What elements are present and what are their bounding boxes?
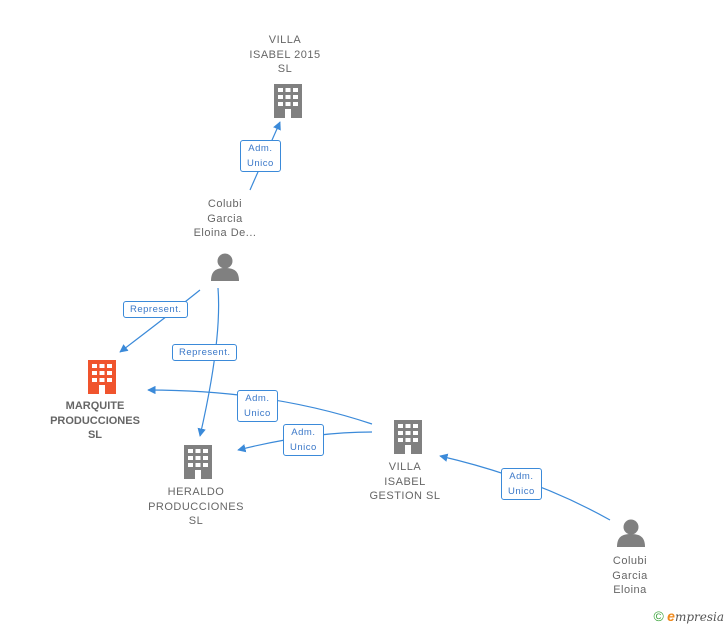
node-label-villa-isabel-2015[interactable]: VILLA ISABEL 2015 SL [249,34,321,75]
edge-line-e3 [197,287,220,437]
edge-label-adm-unico[interactable]: Adm. Unico [283,424,324,456]
building-icon[interactable] [274,84,302,118]
node-label-colubi-garcia-eloina-de[interactable]: Colubi Garcia Eloina De... [193,198,257,239]
person-icon[interactable] [211,253,239,282]
building-icon[interactable] [88,360,116,394]
edge-label-adm-unico[interactable]: Adm. Unico [237,390,278,422]
edge-label-adm-unico[interactable]: Adm. Unico [240,140,281,172]
edge-label-represent[interactable]: Represent. [123,301,189,318]
node-label-villa-isabel-gestion[interactable]: VILLA ISABEL GESTION SL [369,461,441,502]
copyright-icon: © [653,608,664,624]
edge-line-e2 [119,289,201,353]
person-icon[interactable] [617,519,645,548]
building-icon[interactable] [394,420,422,454]
brand-word: mpresia [674,610,724,624]
node-label-colubi-garcia-eloina[interactable]: Colubi Garcia Eloina [612,555,648,596]
node-label-heraldo-producciones[interactable]: HERALDO PRODUCCIONES SL [148,486,244,527]
node-label-marquite-producciones[interactable]: MARQUITE PRODUCCIONES SL [50,400,140,441]
building-icon[interactable] [184,445,212,479]
empresia-logo[interactable]: © empresia [653,608,724,624]
edge-label-adm-unico[interactable]: Adm. Unico [501,468,542,500]
edge-label-represent[interactable]: Represent. [172,344,238,361]
brand-e-letter: e [667,608,675,624]
